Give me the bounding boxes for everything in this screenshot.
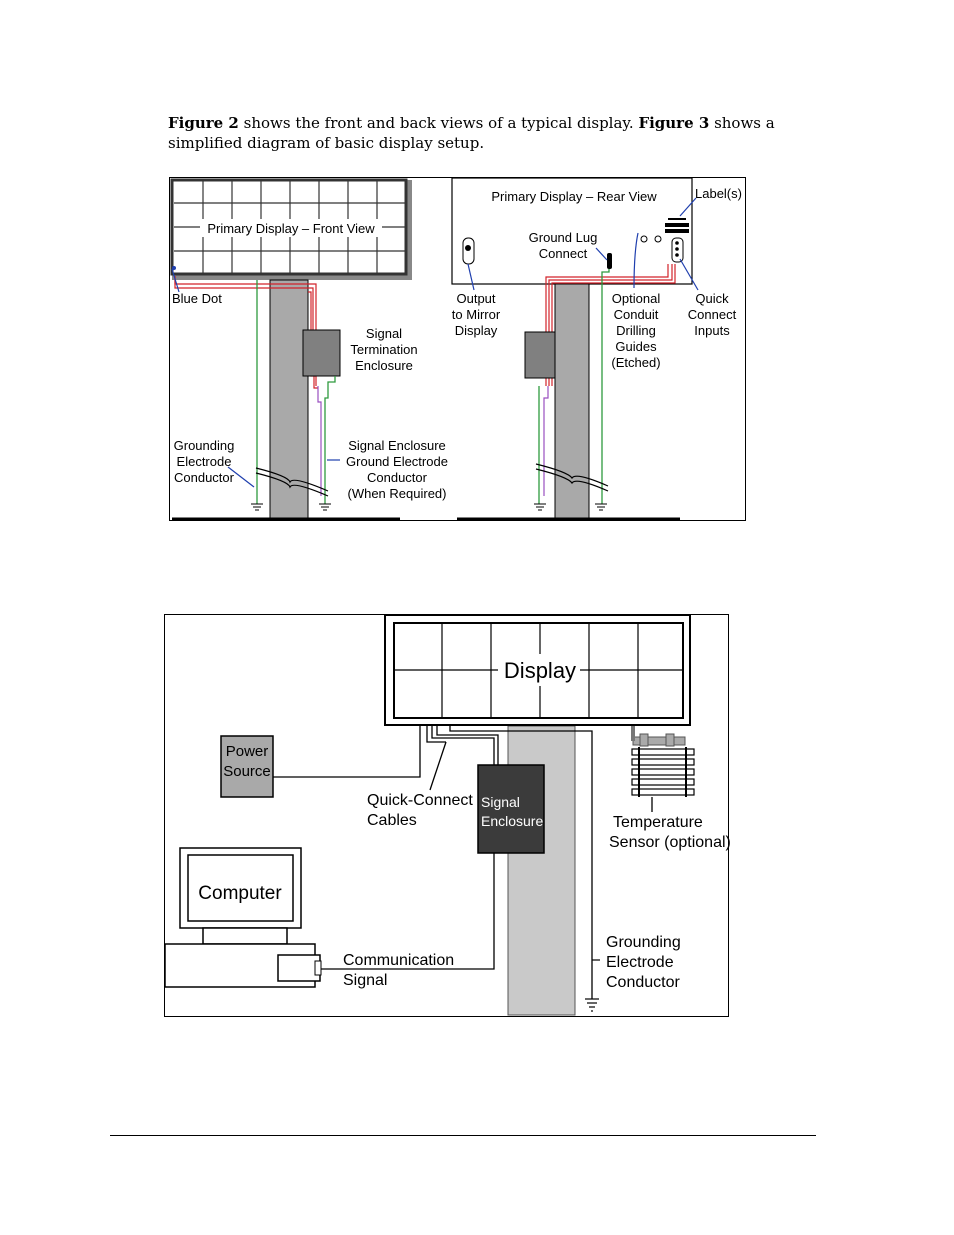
svg-text:Connect: Connect [688,307,737,322]
figure3-ref: Figure 3 [638,114,710,132]
intro-text-2: shows a simplified diagram of basic disp… [168,114,775,152]
labels-icon [665,218,689,233]
svg-text:to Mirror: to Mirror [452,307,501,322]
svg-text:Optional: Optional [612,291,661,306]
figure2-ref: Figure 2 [168,114,239,132]
svg-text:Drilling: Drilling [616,323,656,338]
svg-text:Power: Power [226,743,269,760]
intro-text-1: shows the front and back views of a typi… [238,114,639,132]
svg-text:Source: Source [223,763,271,780]
rear-view-title: Primary Display – Rear View [491,189,657,204]
svg-text:Quick-Connect: Quick-Connect [367,792,473,809]
svg-text:(Etched): (Etched) [611,355,660,370]
footer-rule [110,1135,816,1136]
svg-text:Conductor: Conductor [606,974,680,991]
signal-termination-label: Signal Termination Enclosure [350,326,417,373]
computer-label: Computer [198,883,282,904]
grounding-conductor-label: Grounding Electrode Conductor [174,438,235,485]
power-source [220,735,274,798]
svg-text:Communication: Communication [343,952,454,969]
svg-text:Temperature: Temperature [613,814,703,831]
grounding-electrode-label: Grounding Electrode Conductor [606,934,681,991]
front-pole [269,279,309,521]
svg-text:Electrode: Electrode [177,454,232,469]
labels-label: Label(s) [695,186,742,201]
ground-lug-label: Ground Lug Connect [529,230,598,261]
signal-enclosure-ground-label: Signal Enclosure Ground Electrode Conduc… [346,438,448,501]
rear-pole [554,283,590,521]
temperature-sensor-label: Temperature Sensor (optional) [609,814,730,851]
figure3-diagram: Display Power Source Temp [164,614,730,1017]
quick-connect-label: Quick Connect Inputs [688,291,737,338]
optional-conduit-label: Optional Conduit Drilling Guides (Etched… [611,291,660,370]
svg-text:Sensor (optional): Sensor (optional) [609,834,730,851]
svg-text:Guides: Guides [615,339,657,354]
communication-signal-label: Communication Signal [343,952,454,989]
svg-text:Conductor: Conductor [367,470,428,485]
svg-text:(When Required): (When Required) [348,486,447,501]
ground-lug [607,253,612,269]
blue-dot-label: Blue Dot [172,291,222,306]
rear-view: Primary Display – Rear View [451,177,742,521]
svg-text:Conduit: Conduit [614,307,659,322]
output-mirror-port [462,237,475,265]
svg-text:Ground Electrode: Ground Electrode [346,454,448,469]
svg-text:Inputs: Inputs [694,323,730,338]
svg-text:Cables: Cables [367,812,417,829]
intro-paragraph: Figure 2 shows the front and back views … [168,113,808,153]
svg-text:Conductor: Conductor [174,470,235,485]
svg-text:Enclosure: Enclosure [481,813,543,829]
power-source-label: Power Source [223,743,271,780]
rear-display-panel [451,177,693,285]
quick-connect-cables-label: Quick-Connect Cables [367,792,473,829]
svg-text:Signal: Signal [343,972,387,989]
front-signal-enclosure [302,329,341,377]
svg-text:Signal: Signal [366,326,402,341]
computer: Computer [164,847,322,988]
svg-text:Grounding: Grounding [174,438,235,453]
svg-text:Signal: Signal [481,794,520,810]
figure2-diagram: Primary Display – Front View [169,177,746,521]
rear-signal-enclosure [524,331,556,379]
svg-text:Ground Lug: Ground Lug [529,230,598,245]
svg-text:Termination: Termination [350,342,417,357]
display-label: Display [504,658,576,683]
output-mirror-label: Output to Mirror Display [452,291,501,338]
svg-text:Quick: Quick [695,291,729,306]
front-view: Primary Display – Front View [170,178,448,521]
signal-enclosure-label: Signal Enclosure [481,794,543,829]
temperature-sensor [631,726,695,812]
svg-text:Signal Enclosure: Signal Enclosure [348,438,446,453]
svg-text:Grounding: Grounding [606,934,681,951]
svg-text:Display: Display [455,323,498,338]
svg-text:Electrode: Electrode [606,954,674,971]
front-view-title: Primary Display – Front View [207,221,375,236]
svg-text:Enclosure: Enclosure [355,358,413,373]
svg-text:Connect: Connect [539,246,588,261]
svg-text:Output: Output [456,291,495,306]
signal-enclosure [477,764,545,854]
display: Display [384,614,691,726]
